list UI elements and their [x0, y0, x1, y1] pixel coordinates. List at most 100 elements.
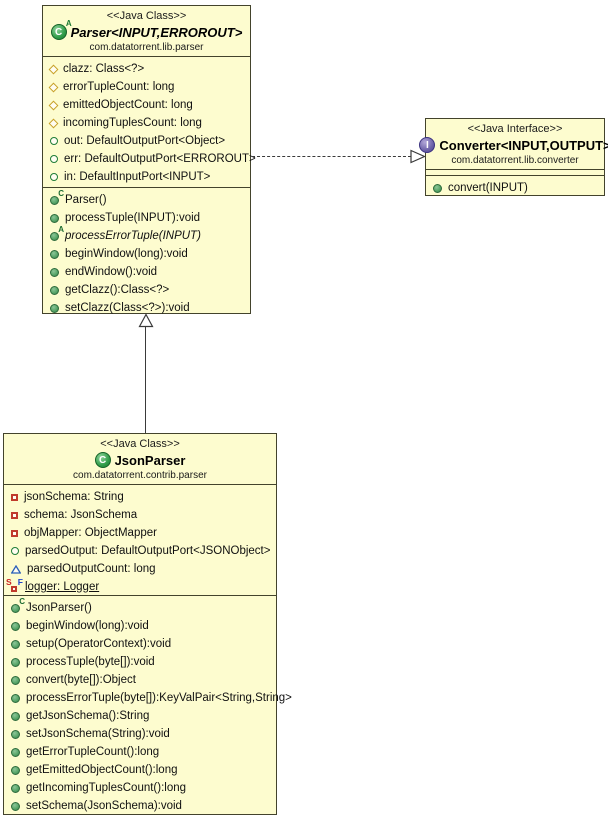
interface-box-converter[interactable]: <<Java Interface>> I Converter<INPUT,OUT… [419, 118, 608, 199]
method-row: beginWindow(long):void [4, 617, 276, 635]
stereotype-label: <<Java Class>> [100, 438, 180, 450]
generalization-edge[interactable] [145, 326, 146, 433]
method-row: setJsonSchema(String):void [4, 725, 276, 743]
method-row: getIncomingTuplesCount():long [4, 779, 276, 797]
field-row: parsedOutput: DefaultOutputPort<JSONObje… [4, 542, 276, 560]
method-label: setClazz(Class<?>):void [65, 302, 190, 314]
class-box-jsonparser[interactable]: <<Java Class>> C JsonParser com.datatorr… [3, 433, 292, 817]
field-row: errorTupleCount: long [43, 78, 250, 96]
private-field-icon [11, 529, 18, 537]
method-label: processTuple(byte[]):void [26, 656, 155, 668]
package-label: com.datatorrent.contrib.parser [73, 470, 207, 481]
field-row: in: DefaultInputPort<INPUT> [43, 168, 250, 186]
field-row: objMapper: ObjectMapper [4, 524, 276, 542]
package-label: com.datatorrent.lib.converter [451, 155, 579, 166]
method-label: convert(INPUT) [448, 182, 528, 194]
class-name: JsonParser [114, 452, 186, 468]
method-label: convert(byte[]):Object [26, 674, 136, 686]
method-row: processErrorTuple(byte[]):KeyValPair<Str… [4, 689, 292, 707]
public-method-icon [50, 249, 59, 259]
public-method-icon [11, 657, 20, 667]
method-label: getJsonSchema():String [26, 710, 150, 722]
method-label: processErrorTuple(INPUT) [65, 230, 201, 242]
fields-compartment: clazz: Class<?> errorTupleCount: long em… [43, 56, 256, 187]
method-label: getClazz():Class<?> [65, 284, 170, 296]
interface-name: Converter<INPUT,OUTPUT> [439, 137, 608, 153]
public-field-icon [50, 137, 58, 145]
method-label: getEmittedObjectCount():long [26, 764, 178, 776]
field-label: incomingTuplesCount: long [63, 117, 202, 129]
public-method-icon [11, 765, 20, 775]
fields-compartment: jsonSchema: String schema: JsonSchema ob… [4, 484, 276, 595]
field-row: jsonSchema: String [4, 488, 276, 506]
public-field-icon [11, 547, 19, 555]
field-row: incomingTuplesCount: long [43, 114, 250, 132]
method-row: getClazz():Class<?> [43, 281, 250, 299]
protected-field-icon [48, 118, 59, 128]
method-row: processTuple(byte[]):void [4, 653, 276, 671]
field-row: clazz: Class<?> [43, 60, 250, 78]
private-field-icon [11, 493, 18, 501]
method-label: beginWindow(long):void [65, 248, 188, 260]
constructor-icon: C [50, 189, 64, 205]
public-method-icon [50, 285, 59, 295]
field-row: emittedObjectCount: long [43, 96, 250, 114]
method-label: Parser() [65, 194, 107, 206]
public-method-icon [11, 711, 20, 721]
method-row: beginWindow(long):void [43, 245, 250, 263]
field-row: schema: JsonSchema [4, 506, 276, 524]
field-label: out: DefaultOutputPort<Object> [64, 135, 226, 147]
public-method-icon [50, 213, 59, 223]
class-name-line: C JsonParser [4, 452, 276, 468]
public-method-icon [11, 621, 20, 631]
method-row: setSchema(JsonSchema):void [4, 797, 276, 815]
public-method-icon [11, 747, 20, 757]
public-method-icon [11, 801, 20, 811]
method-label: processTuple(INPUT):void [65, 212, 201, 224]
realization-edge[interactable] [252, 156, 411, 157]
field-row: S F logger: Logger [4, 577, 276, 596]
methods-compartment: convert(INPUT) [426, 175, 604, 199]
method-row: setClazz(Class<?>):void [43, 299, 250, 317]
method-row: convert(byte[]):Object [4, 671, 276, 689]
stereotype-label: <<Java Interface>> [467, 123, 563, 135]
method-label: JsonParser() [26, 602, 92, 614]
method-label: getErrorTupleCount():long [26, 746, 160, 758]
method-label: endWindow():void [65, 266, 158, 278]
field-row: out: DefaultOutputPort<Object> [43, 132, 250, 150]
abstract-method-icon: A [50, 225, 64, 241]
field-label: schema: JsonSchema [24, 509, 138, 521]
public-method-icon [11, 675, 20, 685]
method-row: endWindow():void [43, 263, 250, 281]
protected-field-icon [48, 100, 59, 110]
public-method-icon [11, 783, 20, 793]
class-name: Parser<INPUT,ERROROUT> [70, 24, 243, 40]
method-row: getJsonSchema():String [4, 707, 276, 725]
field-label: objMapper: ObjectMapper [24, 527, 157, 539]
public-method-icon [11, 639, 20, 649]
public-method-icon [11, 693, 20, 703]
field-label: parsedOutputCount: long [27, 563, 156, 575]
protected-field-icon [48, 64, 59, 74]
public-method-icon [433, 183, 442, 193]
protected-field-icon [48, 82, 59, 92]
method-label: getIncomingTuplesCount():long [26, 782, 187, 794]
method-label: setSchema(JsonSchema):void [26, 800, 182, 812]
method-label: processErrorTuple(byte[]):KeyValPair<Str… [26, 692, 292, 704]
field-label: in: DefaultInputPort<INPUT> [64, 171, 211, 183]
package-field-icon [11, 564, 21, 574]
hollow-triangle-right-icon [410, 149, 426, 164]
field-label: errorTupleCount: long [63, 81, 175, 93]
final-marker: F [17, 577, 23, 587]
fields-compartment-empty [426, 169, 604, 175]
abstract-marker: A [65, 19, 72, 28]
interface-name-line: I Converter<INPUT,OUTPUT> [419, 137, 608, 153]
package-label: com.datatorrent.lib.parser [89, 42, 204, 53]
